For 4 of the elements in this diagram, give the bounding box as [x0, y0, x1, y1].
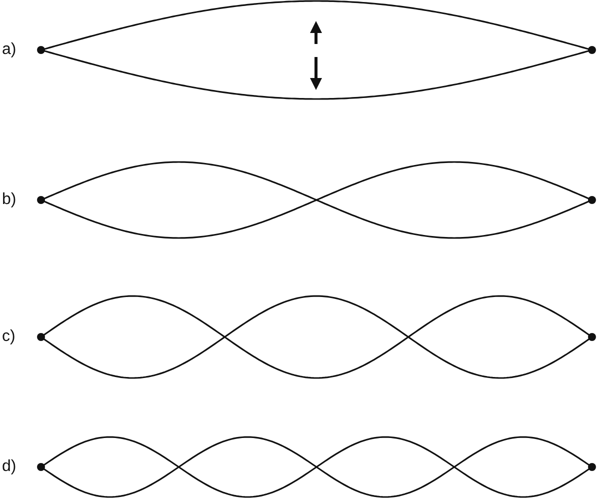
- panel-label: b): [2, 191, 16, 209]
- panel-label: d): [2, 458, 16, 476]
- panel-label: c): [2, 328, 16, 346]
- panel-label: a): [2, 41, 16, 59]
